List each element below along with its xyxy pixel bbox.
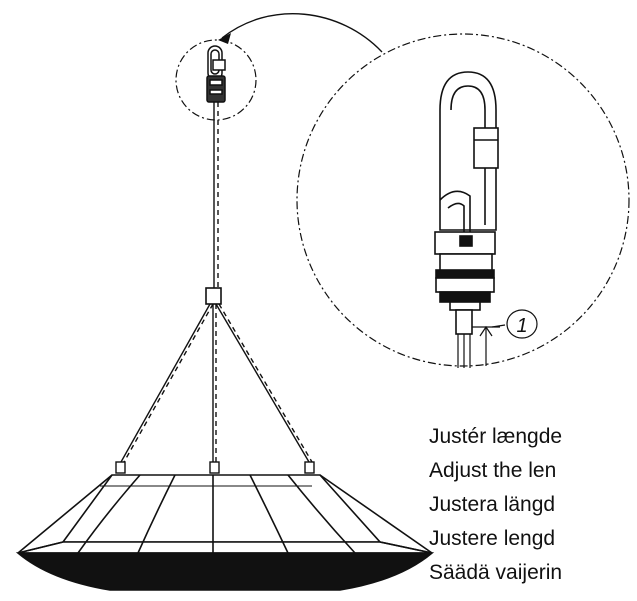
callout-number: 1: [516, 315, 527, 337]
dimension-marker: [472, 324, 506, 366]
instruction-text-block: Justér længde Adjust the len Justera län…: [429, 420, 637, 590]
instruction-danish: Justér længde: [429, 425, 563, 448]
callout-circle: [506, 309, 538, 339]
detail-wire: [457, 334, 471, 368]
main-wire: [213, 102, 219, 288]
instruction-english: Adjust the len: [429, 459, 557, 482]
suspension-wires: [120, 303, 313, 463]
instruction-norwegian: Justere lengd: [429, 527, 556, 550]
wire-connector: [205, 287, 222, 305]
detail-arrow: [221, 13, 383, 53]
small-hook: [206, 45, 226, 103]
detail-arrow-head: [218, 33, 231, 44]
large-detail-circle: [296, 33, 630, 367]
lamp-shade: [15, 474, 435, 591]
detail-hook: [434, 71, 499, 335]
instruction-swedish: Justera längd: [429, 493, 556, 516]
wire-clips: [115, 461, 315, 474]
small-detail-circle: [175, 39, 257, 121]
instruction-finnish: Säädä vaijerin: [429, 561, 563, 584]
